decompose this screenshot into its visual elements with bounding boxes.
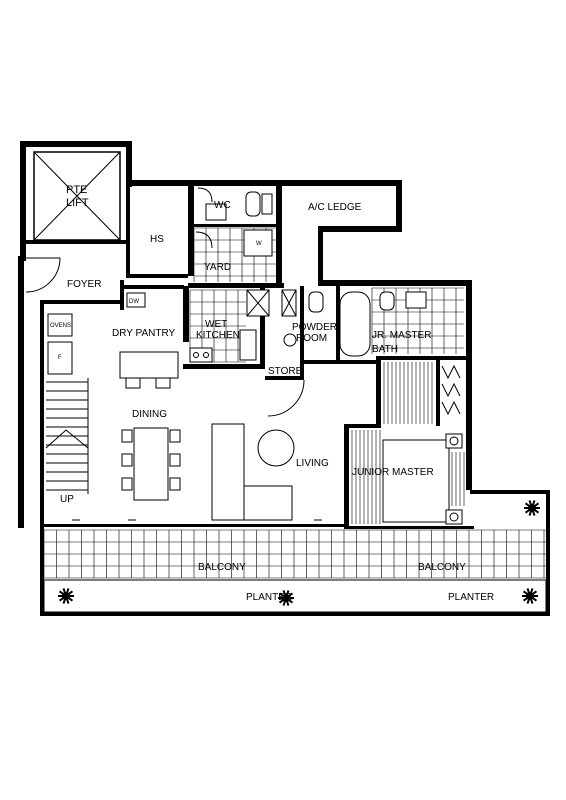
outer-walls	[18, 141, 550, 616]
balcony-left-label: BALCONY	[198, 562, 246, 573]
wc-room: WC	[197, 187, 273, 221]
pte-lift-label-2: LIFT	[66, 197, 89, 209]
dining-area: DINING	[121, 409, 181, 501]
junior-master-room: JUNIOR MASTER	[351, 430, 465, 525]
planter-right-label: PLANTER	[448, 592, 494, 603]
wc-label: WC	[214, 200, 231, 211]
powder-room: POWDER ROOM	[281, 289, 337, 347]
foyer-room: FOYER	[25, 257, 101, 293]
wet-kitchen-label-2: KITCHEN	[196, 330, 240, 341]
dining-label: DINING	[132, 409, 167, 420]
balcony: BALCONY BALCONY PLANTER PLANTER	[43, 529, 547, 613]
planter-plants	[58, 500, 540, 606]
foyer-label: FOYER	[67, 279, 101, 290]
wardrobe	[383, 362, 461, 424]
staircase: UP	[45, 378, 89, 505]
store-label: STORE	[268, 366, 303, 377]
dw-label: DW	[129, 299, 139, 305]
ac-ledge-label: A/C LEDGE	[308, 202, 362, 213]
dry-pantry: DW DRY PANTRY OVENS F	[47, 292, 179, 389]
fridge-label: F	[58, 355, 62, 361]
balcony-right-label: BALCONY	[418, 562, 466, 573]
store-room: STORE	[267, 366, 305, 417]
wet-kitchen: WET KITCHEN	[189, 289, 270, 363]
up-label: UP	[60, 494, 74, 505]
interior-walls	[26, 151, 472, 528]
planter-left-label: PLANTER	[246, 592, 292, 603]
hs-label: HS	[150, 234, 164, 245]
junior-master-label: JUNIOR MASTER	[352, 467, 434, 478]
yard-room: W YARD	[193, 227, 276, 282]
jr-master-bath-label-2: BATH	[372, 344, 398, 355]
jr-master-bath-label-1: JR. MASTER	[372, 330, 431, 341]
wet-kitchen-label-1: WET	[205, 319, 227, 330]
powder-room-label-1: POWDER	[292, 322, 337, 333]
pte-lift-label-1: PTE	[66, 184, 87, 196]
living-area: LIVING	[72, 423, 329, 521]
living-label: LIVING	[296, 458, 329, 469]
dry-pantry-label: DRY PANTRY	[112, 328, 175, 339]
ovens-label: OVENS	[50, 323, 71, 329]
powder-room-label-2: ROOM	[296, 333, 327, 344]
washer-label: W	[256, 241, 262, 247]
yard-label: YARD	[204, 262, 231, 273]
jr-master-bath: JR. MASTER BATH	[339, 287, 464, 357]
